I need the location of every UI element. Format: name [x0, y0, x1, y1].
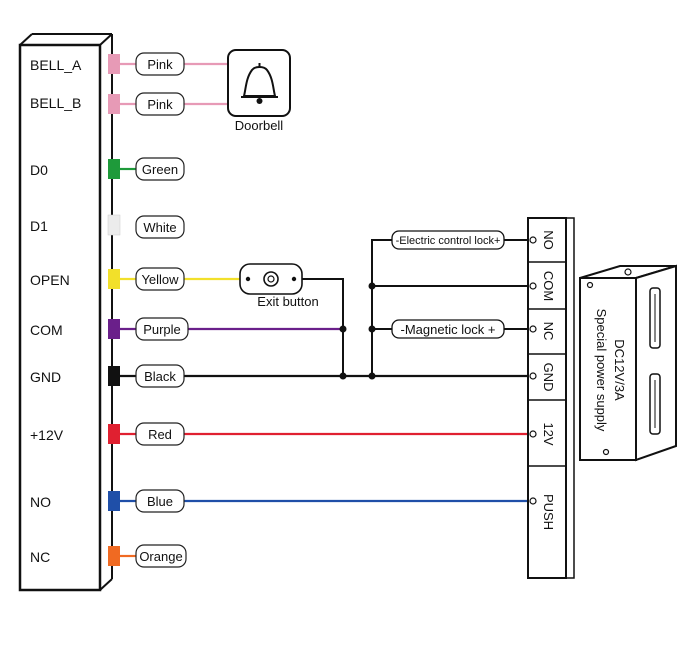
- wire-color-label: White: [143, 220, 176, 235]
- terminal-label: BELL_B: [30, 95, 81, 111]
- wire-connector: [108, 54, 120, 74]
- terminal-row-no: NO Blue: [30, 489, 528, 513]
- doorbell-label: Doorbell: [235, 118, 284, 133]
- doorbell: Doorbell: [227, 49, 291, 133]
- wire-color-label: Orange: [139, 549, 182, 564]
- wire-color-label: Green: [142, 162, 178, 177]
- terminal-row-bell-a: BELL_A Pink: [30, 52, 228, 76]
- wire-connector: [108, 94, 120, 114]
- terminal-label: D0: [30, 162, 48, 178]
- exit-button: Exit button: [239, 263, 319, 309]
- wire-connector: [108, 366, 120, 386]
- electric-lock-label: -Electric control lock+: [396, 235, 501, 247]
- terminal-row-d1: D1 White: [30, 214, 185, 239]
- controller-panel: [18, 43, 102, 592]
- ps-terminal-label: NC: [541, 322, 556, 341]
- wire-color-label: Blue: [147, 494, 173, 509]
- terminal-row-open: OPEN Yellow: [30, 267, 240, 291]
- terminal-label: BELL_A: [30, 57, 82, 73]
- ps-terminal-label: NO: [541, 230, 556, 250]
- power-supply-subtitle: Special power supply: [594, 309, 609, 432]
- wire-color-label: Purple: [143, 322, 181, 337]
- wire-label-box: [135, 267, 185, 291]
- terminal-label: D1: [30, 218, 48, 234]
- terminal-row-12v: +12V Red: [30, 422, 528, 446]
- wire-connector: [108, 269, 120, 289]
- terminal-row-d0: D0 Green: [30, 157, 185, 181]
- terminal-row-nc: NC Orange: [30, 544, 187, 568]
- wire-connector: [108, 491, 120, 511]
- terminal-label: COM: [30, 322, 63, 338]
- ps-terminal-label: PUSH: [541, 494, 556, 530]
- wire-color-label: Pink: [147, 57, 173, 72]
- power-supply-title: DC12V/3A: [612, 339, 627, 401]
- ps-terminal-label: COM: [541, 271, 556, 301]
- wire-label-box: [135, 317, 189, 341]
- wire-label-box: [135, 544, 187, 568]
- wire-connector: [108, 424, 120, 444]
- wire-label-box: [135, 157, 185, 181]
- wire-label-box: [135, 489, 185, 513]
- wire-color-label: Black: [144, 369, 176, 384]
- wire-label-box: [135, 422, 185, 446]
- power-supply-unit: DC12V/3A Special power supply: [579, 264, 677, 462]
- wire-label-box: [135, 215, 185, 239]
- electric-control-lock: -Electric control lock+: [391, 230, 505, 250]
- terminal-row-bell-b: BELL_B Pink: [30, 92, 228, 116]
- wire-connector: [108, 159, 120, 179]
- magnetic-lock: -Magnetic lock +: [391, 319, 505, 339]
- ps-terminal-label: GND: [541, 363, 556, 392]
- wire-label-box: [135, 364, 185, 388]
- wire-color-label: Pink: [147, 97, 173, 112]
- power-supply-terminal-strip: NO COM NC GND 12V PUSH: [527, 217, 575, 579]
- wire-label-box: [135, 52, 185, 76]
- bell-icon: [241, 63, 278, 104]
- terminal-label: NO: [30, 494, 51, 510]
- magnetic-lock-label: -Magnetic lock +: [400, 322, 495, 337]
- wire-connector: [107, 214, 121, 236]
- terminal-row-com: COM Purple: [30, 317, 343, 341]
- ps-terminal-label: 12V: [541, 422, 556, 445]
- terminal-label: GND: [30, 369, 61, 385]
- wire-connector: [108, 546, 120, 566]
- wire-color-label: Red: [148, 427, 172, 442]
- terminal-label: NC: [30, 549, 50, 565]
- wire-color-label: Yellow: [141, 272, 179, 287]
- wire-connector: [108, 319, 120, 339]
- exit-button-label: Exit button: [257, 294, 318, 309]
- terminal-row-gnd: GND Black: [30, 364, 528, 388]
- terminal-label: OPEN: [30, 272, 70, 288]
- terminal-label: +12V: [30, 427, 64, 443]
- wire-label-box: [135, 92, 185, 116]
